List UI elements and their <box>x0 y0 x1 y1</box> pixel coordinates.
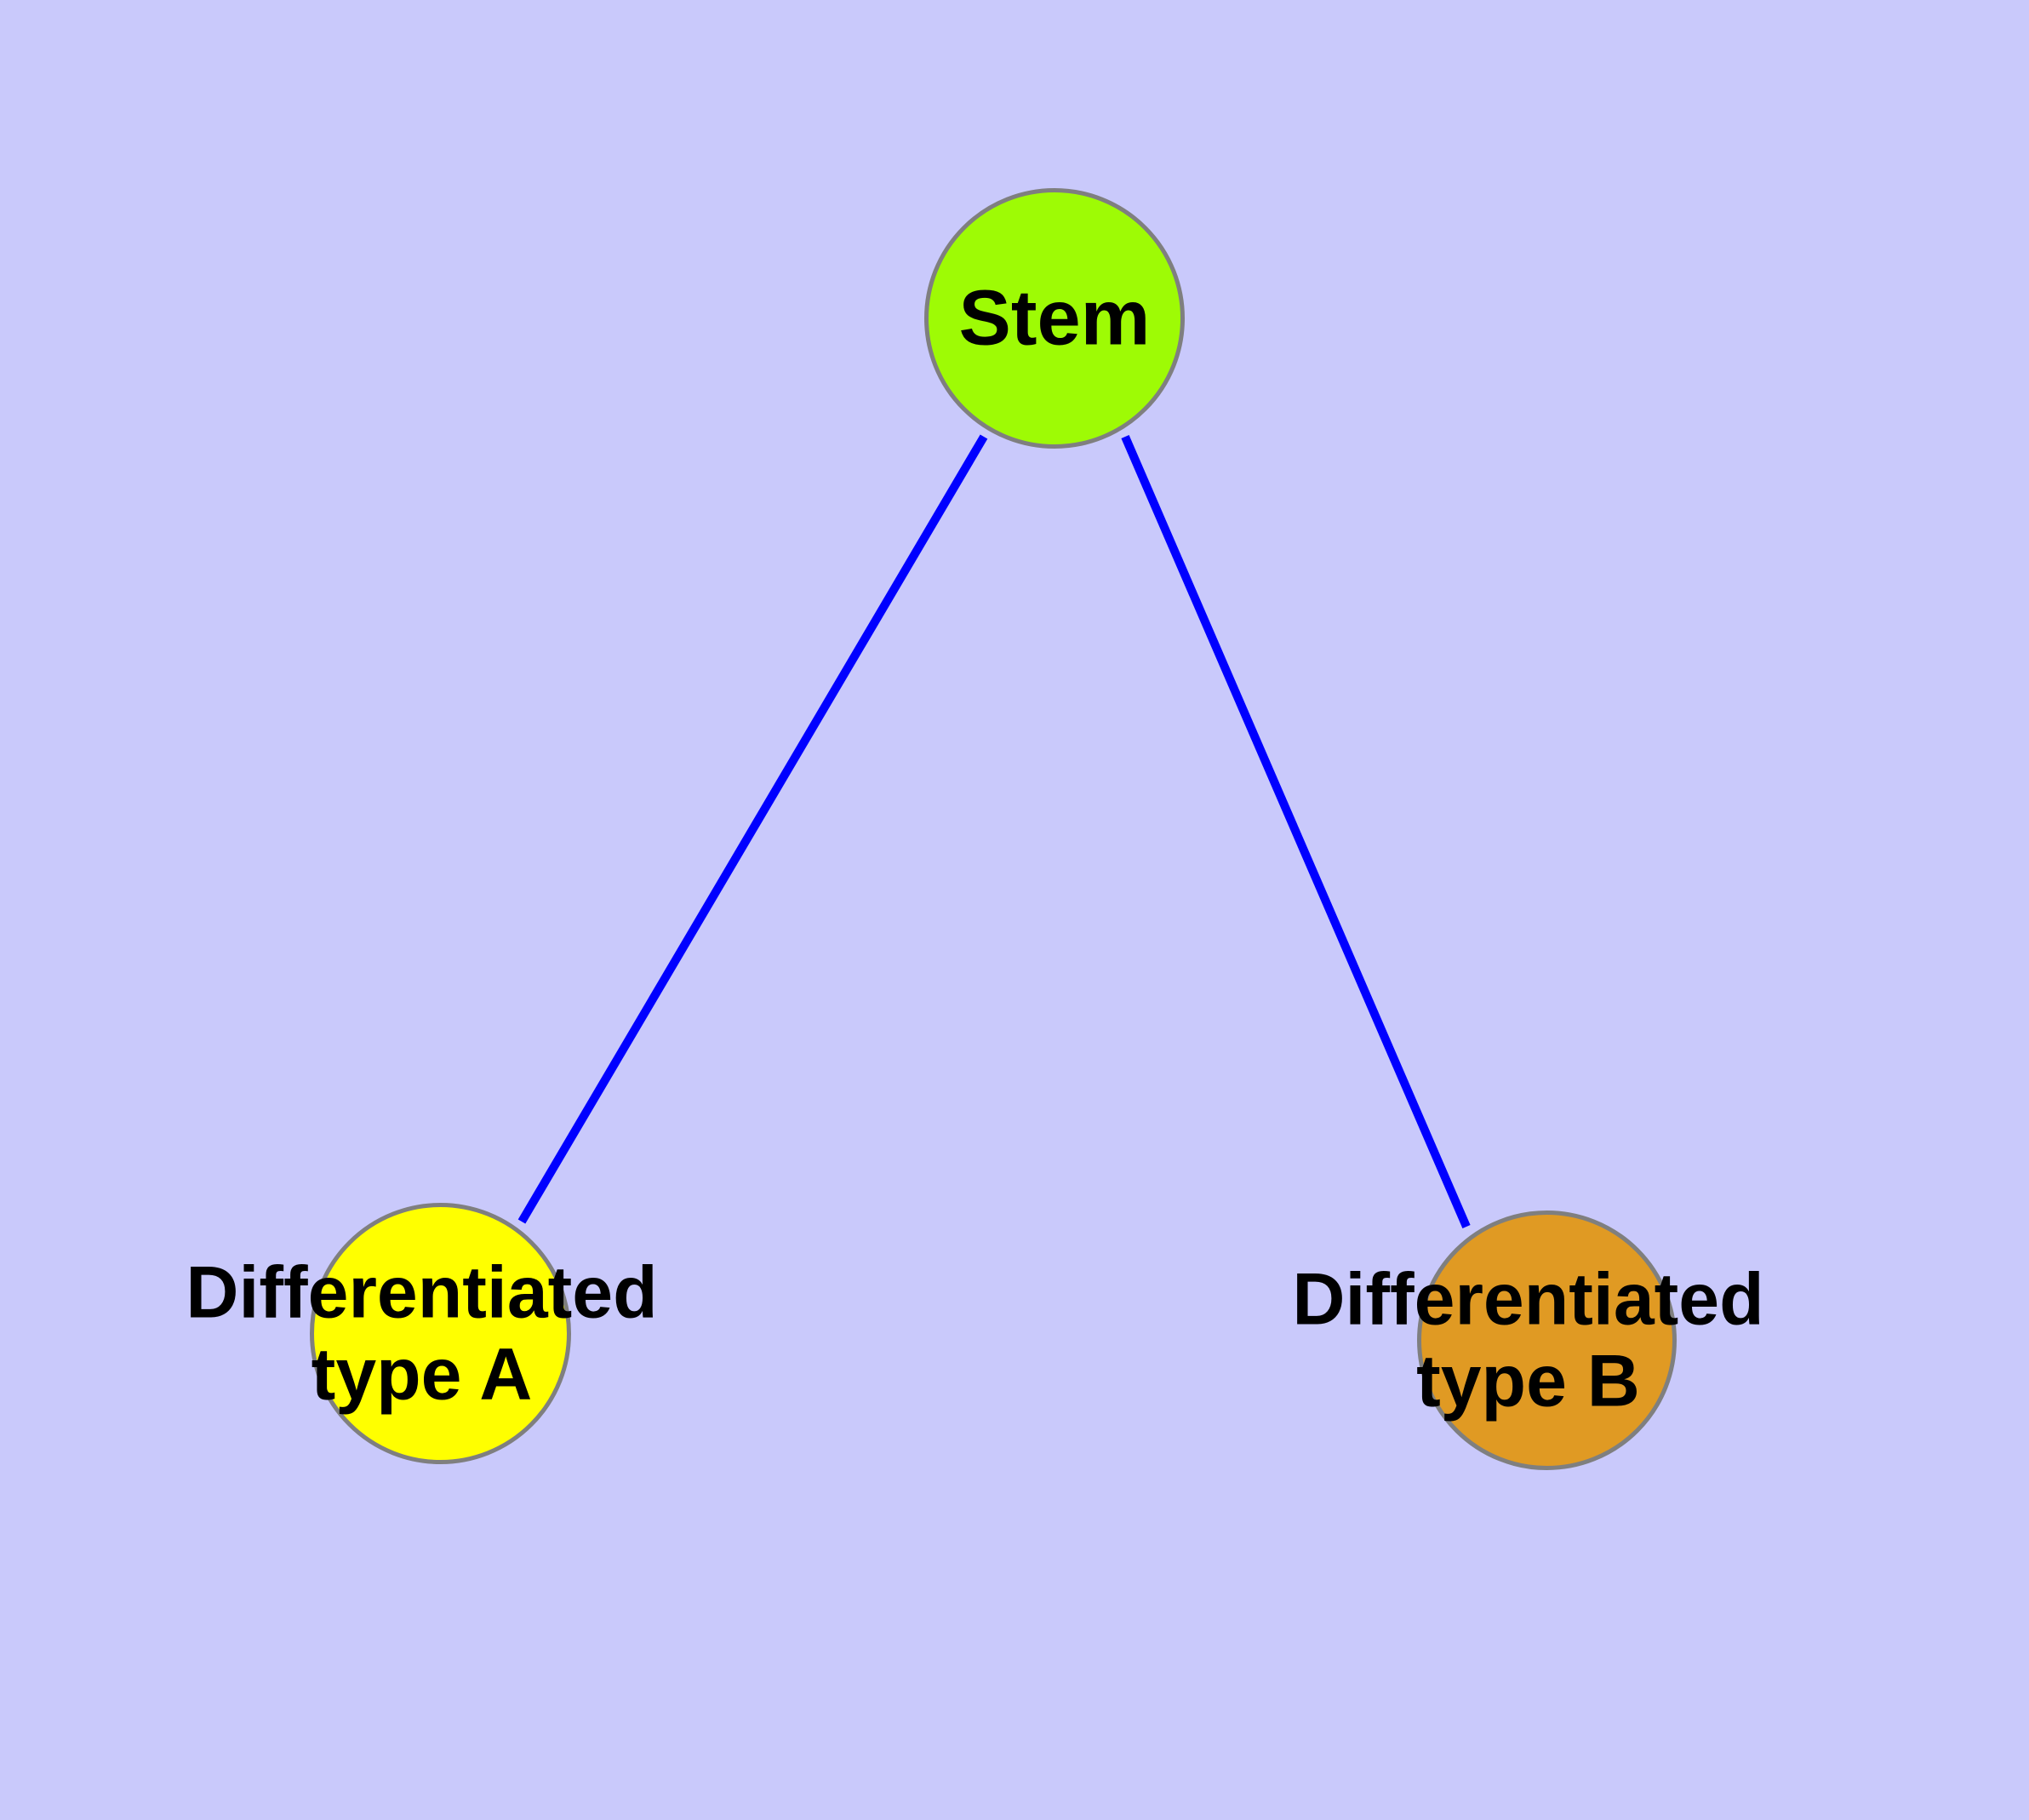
node-stem-label: Stem <box>958 274 1151 362</box>
node-differentiated-type-b[interactable]: Differentiated type B <box>1292 1210 1764 1470</box>
edge-stem-to-differentiated-a <box>517 434 988 1224</box>
node-stem[interactable]: Stem <box>924 188 1185 449</box>
edge-stem-to-differentiated-b <box>1121 435 1471 1228</box>
node-differentiated-type-a[interactable]: Differentiated type A <box>186 1203 658 1464</box>
